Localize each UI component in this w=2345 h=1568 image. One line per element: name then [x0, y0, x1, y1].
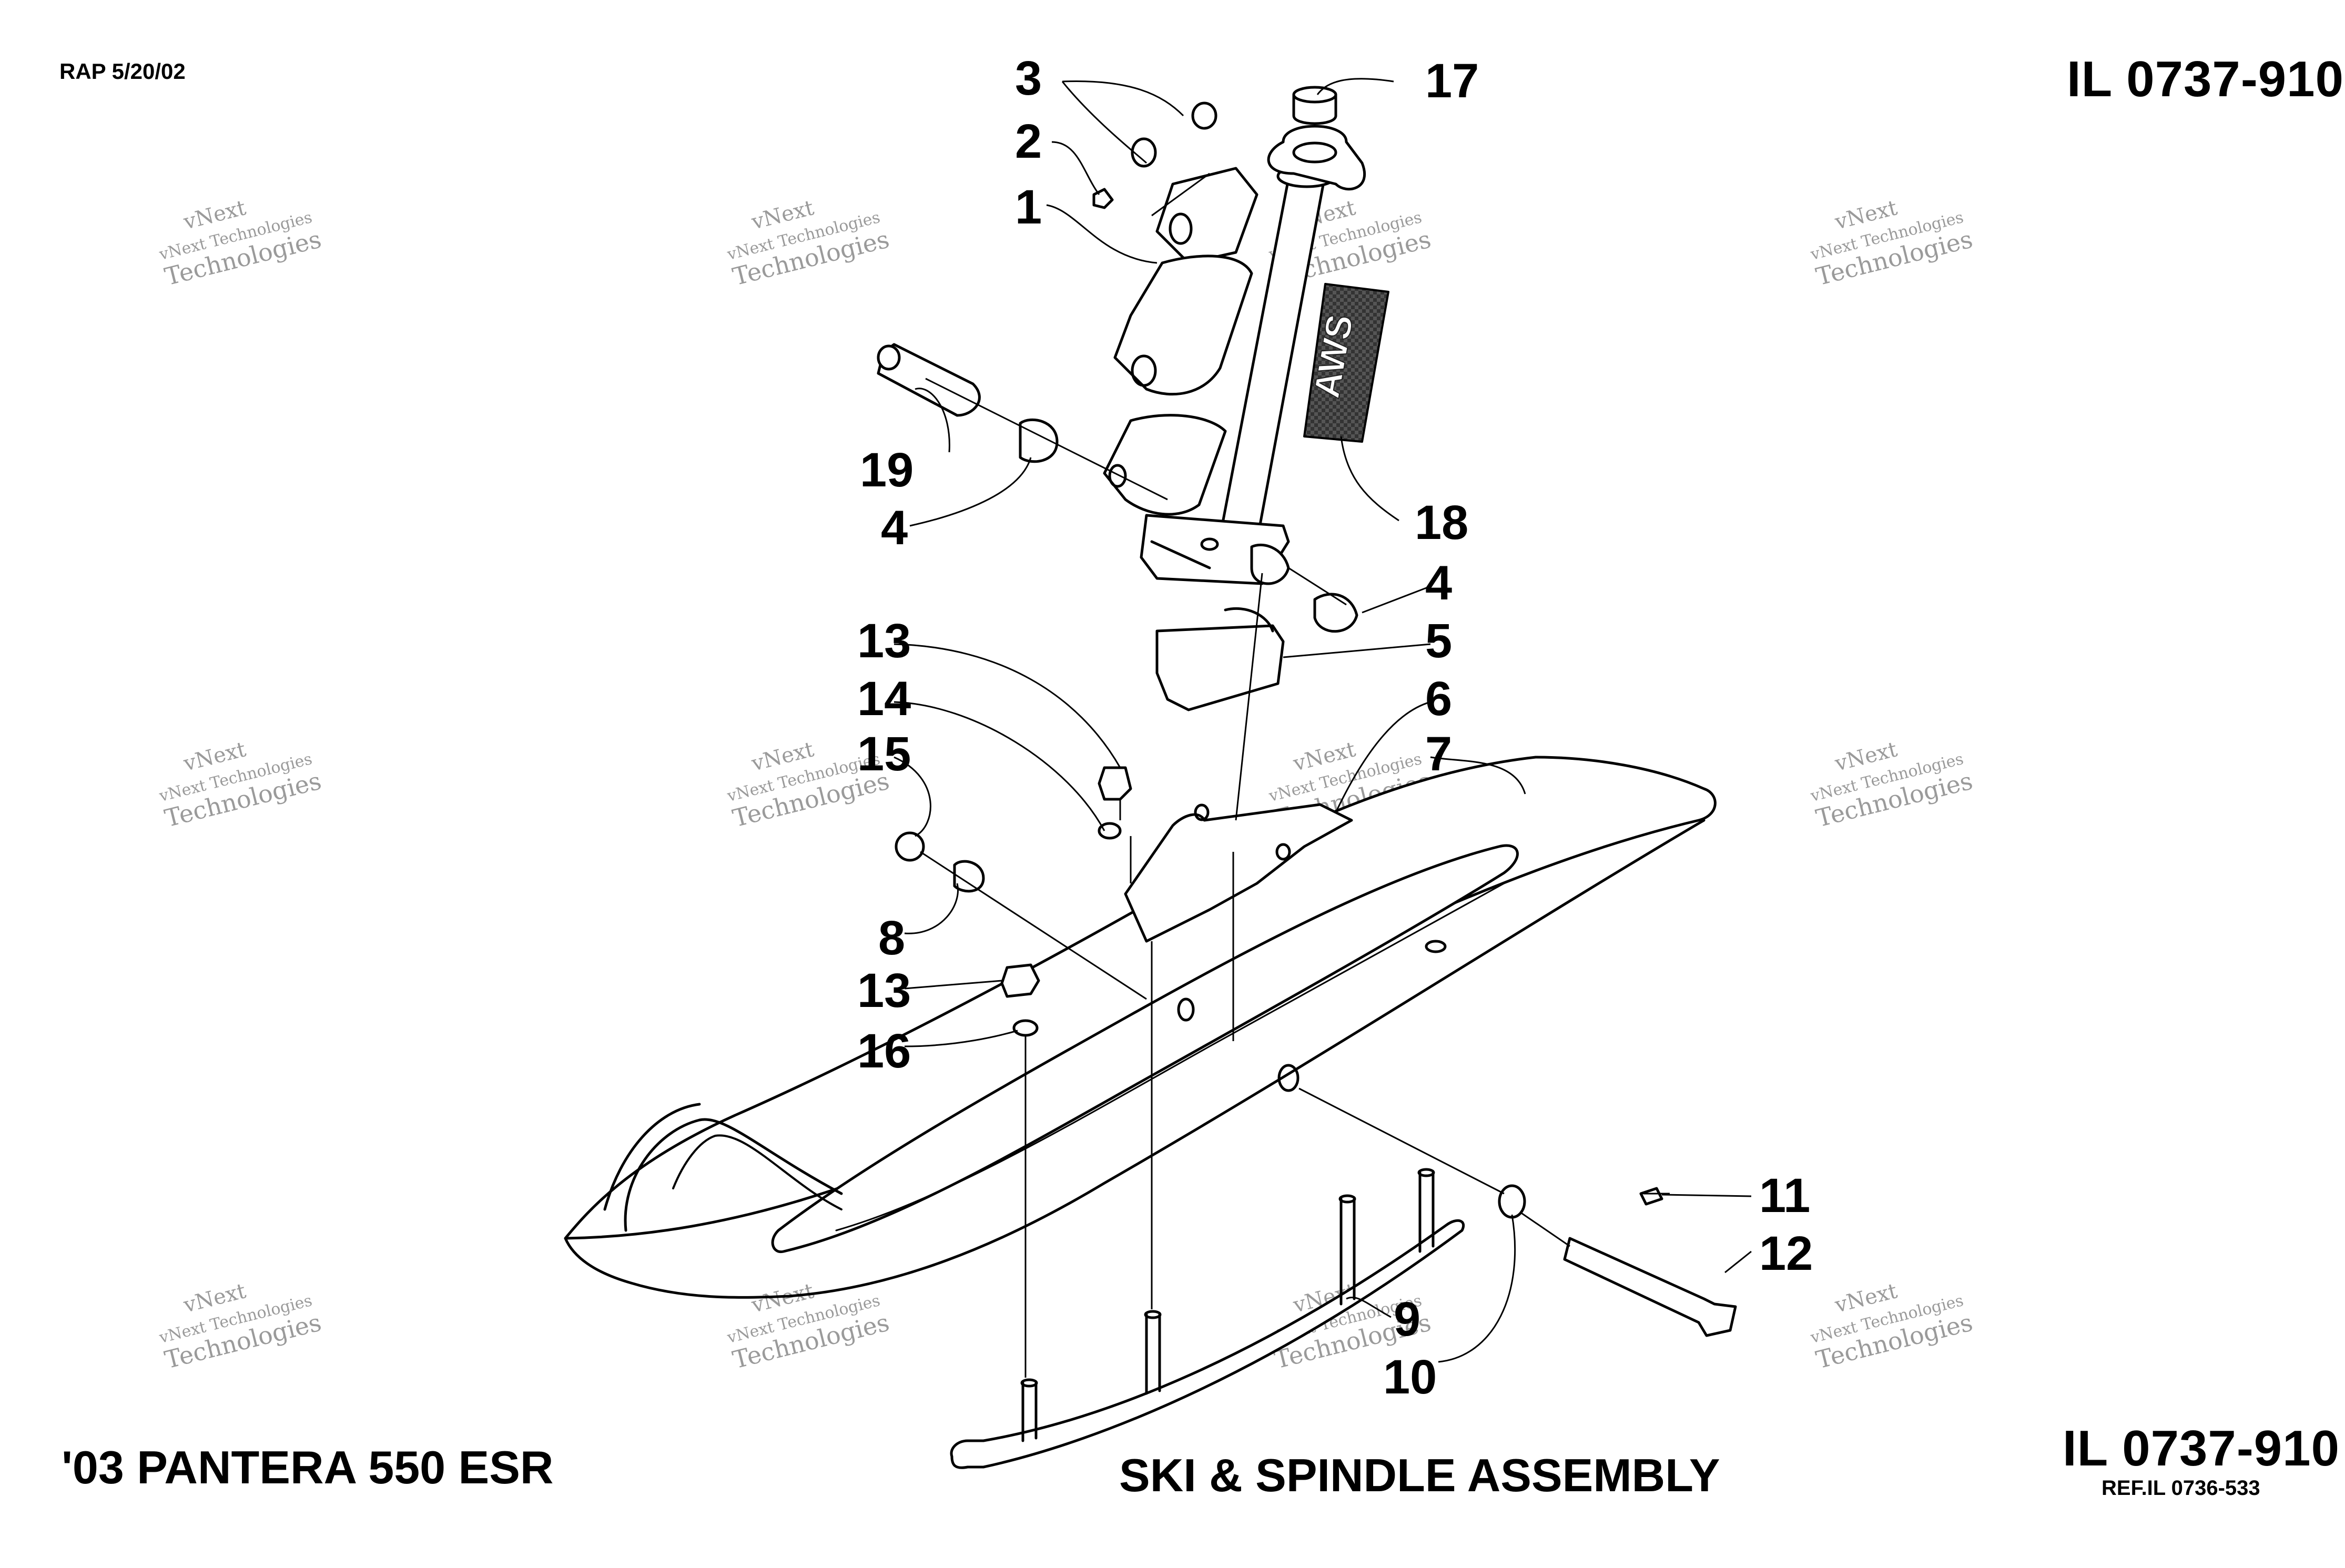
watermark: vNext vNext Technologies Technologies — [157, 737, 324, 832]
callout-19: 19 — [860, 443, 913, 497]
callout-10: 10 — [1383, 1350, 1437, 1404]
saddle-block-part-5 — [1155, 624, 1285, 711]
callout-5: 5 — [1425, 614, 1452, 668]
watermark: vNext vNext Technologies Technologies — [1809, 196, 1976, 291]
callout-16: 16 — [857, 1024, 911, 1078]
callout-1: 1 — [1015, 180, 1042, 234]
leader-lines — [894, 78, 1752, 1363]
spindle-cap — [1267, 86, 1366, 191]
watermark: vNext vNext Technologies Technologies — [157, 196, 324, 291]
model-name: '03 PANTERA 550 ESR — [62, 1441, 554, 1493]
assembly-lines — [920, 172, 1670, 1378]
wear-bar — [950, 1168, 1465, 1469]
washer-part-3 — [1191, 101, 1217, 130]
washer-part-14 — [1098, 822, 1122, 840]
watermark: vNext vNext Technologies Technologies — [1809, 737, 1976, 832]
spindle: AWS — [1103, 164, 1389, 543]
reference-number: REF.IL 0736-533 — [2102, 1477, 2260, 1500]
callout-8: 8 — [878, 911, 905, 965]
callout-17: 17 — [1425, 54, 1479, 108]
callout-2: 2 — [1015, 115, 1042, 168]
illustration-number-bottom: IL 0737-910 — [2063, 1420, 2340, 1477]
illustration-number-top: IL 0737-910 — [2067, 51, 2344, 107]
cotter-pin-part-11 — [1639, 1187, 1663, 1206]
callout-18: 18 — [1415, 496, 1468, 549]
diagram-title: SKI & SPINDLE ASSEMBLY — [1119, 1449, 1720, 1501]
callout-11: 11 — [1759, 1169, 1810, 1223]
watermark: vNext vNext Technologies Technologies — [725, 196, 892, 291]
bolt-part-12 — [1563, 1237, 1737, 1337]
callout-13-upper: 13 — [857, 614, 911, 668]
watermark: vNext vNext Technologies Technologies — [1809, 1279, 1976, 1374]
spacer-part-8 — [953, 860, 985, 893]
bushing-part-15 — [895, 831, 925, 862]
ski — [564, 756, 1717, 1299]
washer-part-16 — [1012, 1019, 1039, 1037]
ski-bracket-part-6 — [1124, 803, 1353, 943]
callout-12: 12 — [1759, 1227, 1813, 1280]
watermark: vNext vNext Technologies Technologies — [725, 1279, 892, 1374]
callout-4-right: 4 — [1425, 556, 1452, 610]
callout-14: 14 — [857, 672, 911, 726]
watermark: vNext vNext Technologies Technologies — [157, 1279, 324, 1374]
drawing-date-stamp: RAP 5/20/02 — [59, 59, 186, 84]
callout-4-left: 4 — [881, 501, 908, 555]
callout-13-lower: 13 — [857, 964, 911, 1017]
nut-part-2 — [1131, 137, 1157, 168]
callout-6: 6 — [1425, 672, 1452, 726]
callout-9: 9 — [1394, 1292, 1420, 1346]
callout-7: 7 — [1425, 727, 1452, 781]
callout-labels: 3 2 1 17 19 4 18 4 5 6 7 13 14 15 8 13 1… — [857, 52, 1813, 1404]
nut-part-13-lower — [1000, 963, 1040, 998]
bushing-part-4-right — [1313, 593, 1358, 633]
callout-15: 15 — [857, 727, 911, 781]
callout-3: 3 — [1015, 52, 1042, 105]
nut-part-13-upper — [1098, 766, 1132, 801]
